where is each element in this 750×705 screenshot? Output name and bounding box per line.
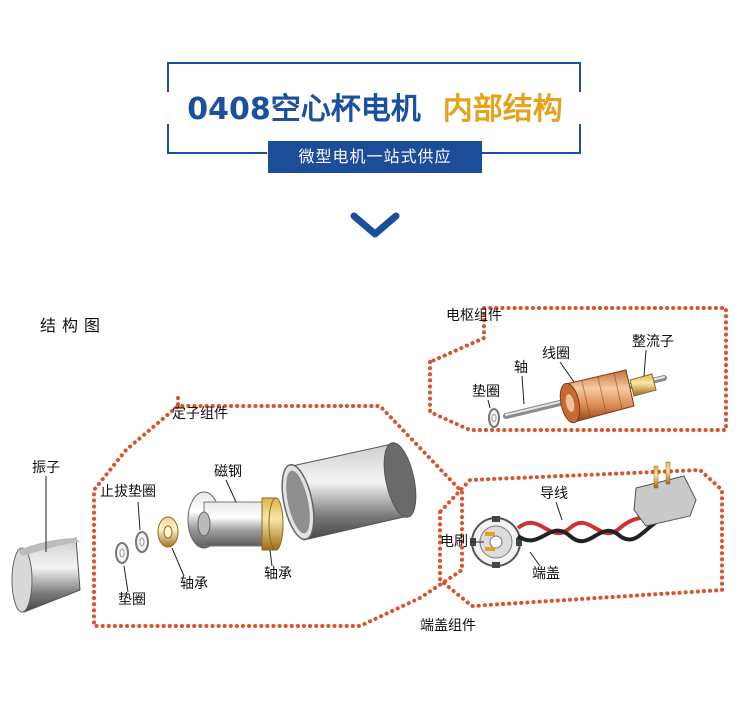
- armature-part: [487, 349, 667, 428]
- stator-core-part: [187, 479, 284, 567]
- endcap-part: [470, 461, 697, 568]
- label-washer-armature: 垫圈: [472, 384, 500, 400]
- label-armature-group: 电枢组件: [446, 308, 502, 324]
- vibrator-part: [11, 476, 81, 613]
- title-model: 0408空心杯电机: [187, 92, 421, 127]
- subtitle-banner: 微型电机一站式供应: [268, 141, 482, 173]
- washers-left: [115, 501, 149, 593]
- diagram-title: 结构图: [40, 316, 107, 335]
- group-outlines: [92, 306, 728, 628]
- label-endcap-group: 端盖组件: [420, 618, 476, 634]
- label-end-cap: 端盖: [532, 566, 560, 582]
- structure-diagram: 结构图 定子组件 电枢组件 端盖组件 振子 止拔垫圈 垫圈 轴承 磁钢 轴承 垫…: [0, 280, 750, 705]
- label-washer-left: 垫圈: [118, 592, 146, 608]
- bearing-1-part: [157, 516, 185, 577]
- page-title: 0408空心杯电机内部结构: [0, 92, 750, 128]
- header-frame: [167, 62, 581, 154]
- housing-tube-part: [281, 442, 417, 541]
- label-stator-group: 定子组件: [172, 406, 228, 422]
- label-commutator: 整流子: [632, 334, 674, 350]
- label-coil: 线圈: [542, 346, 570, 362]
- label-shaft: 轴: [514, 360, 528, 376]
- label-bearing-2: 轴承: [264, 566, 292, 582]
- label-lead-wire: 导线: [540, 486, 568, 502]
- label-stop-washer: 止拔垫圈: [100, 484, 156, 500]
- label-brush: 电刷: [440, 534, 468, 550]
- label-bearing-1: 轴承: [180, 576, 208, 592]
- diagram-illustration: [11, 306, 728, 628]
- title-section: 内部结构: [442, 92, 563, 127]
- label-magnet: 磁钢: [214, 464, 242, 480]
- label-vibrator: 振子: [32, 460, 60, 476]
- chevron-down-icon: [350, 212, 400, 238]
